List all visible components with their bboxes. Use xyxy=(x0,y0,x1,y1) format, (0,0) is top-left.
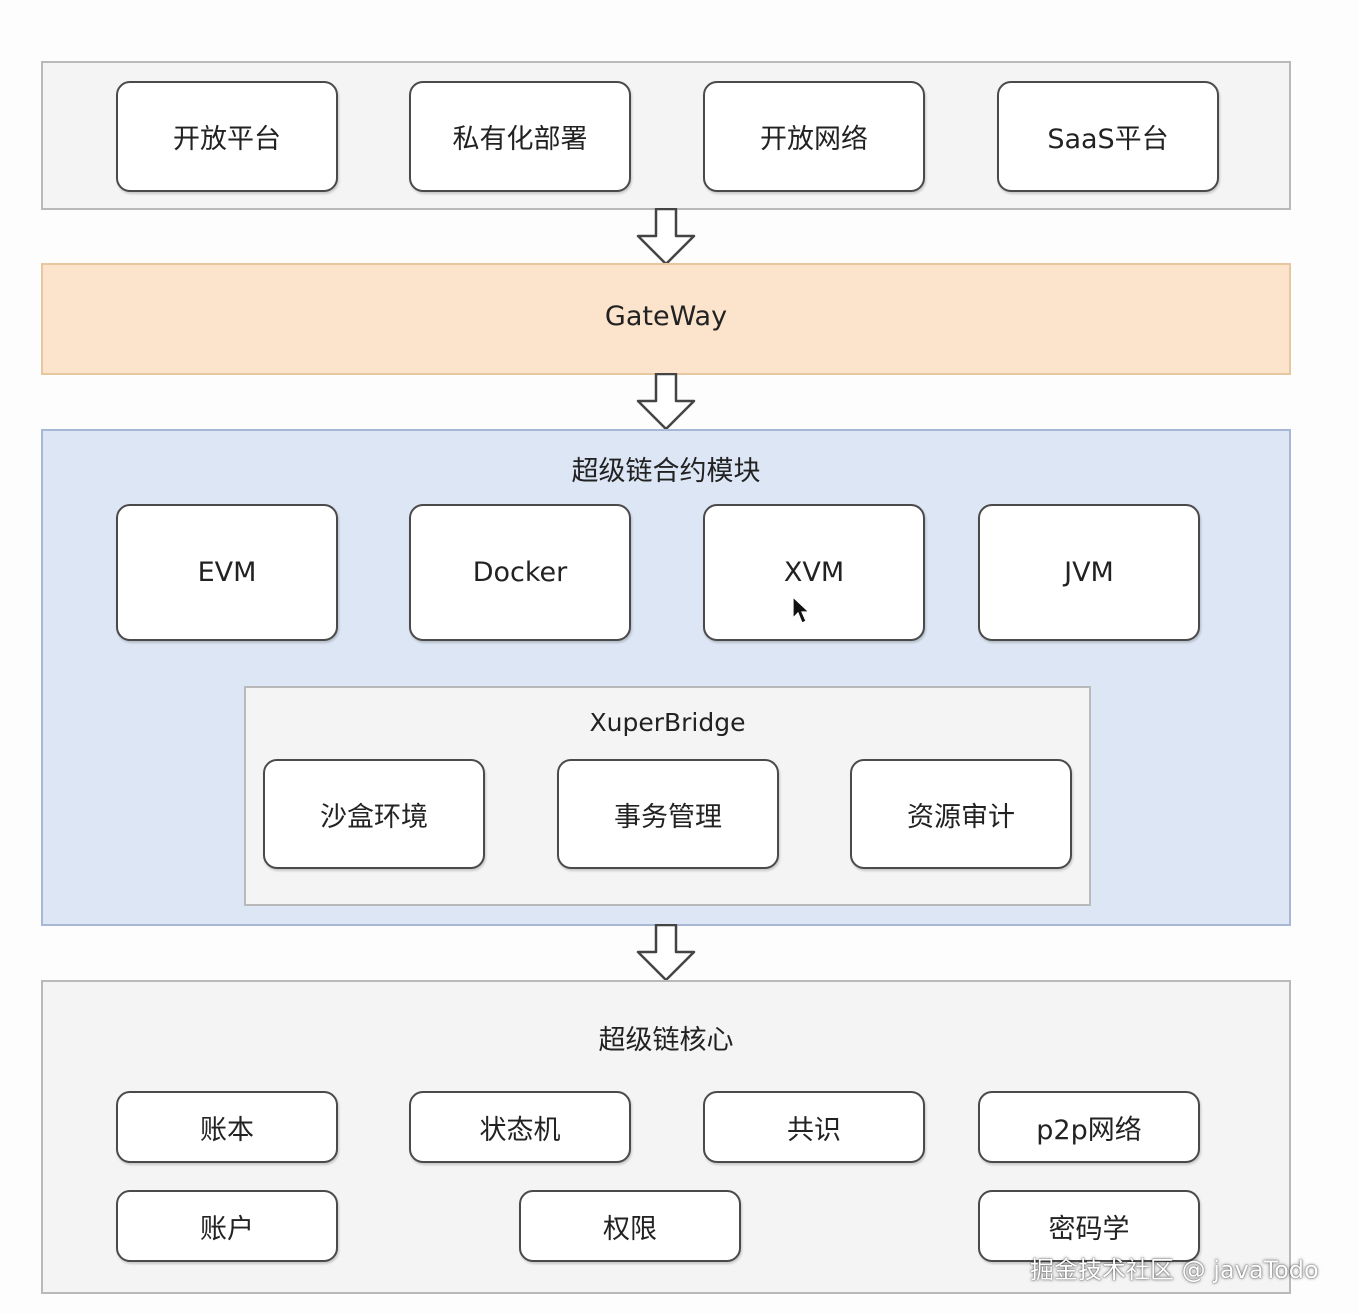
gateway-layer: GateWay xyxy=(41,263,1291,375)
box-docker: Docker xyxy=(409,504,631,641)
box-xvm: XVM xyxy=(703,504,925,641)
box-account: 账户 xyxy=(116,1190,338,1262)
contract-module-layer: 超级链合约模块 EVM Docker XVM JVM XuperBridge 沙… xyxy=(41,429,1291,926)
core-title: 超级链核心 xyxy=(598,1025,734,1056)
core-layer: 超级链核心 账本 状态机 共识 p2p网络 账户 权限 密码学 xyxy=(41,980,1291,1294)
xuperbridge-title: XuperBridge xyxy=(589,708,746,737)
box-jvm: JVM xyxy=(978,504,1200,641)
box-private-deployment: 私有化部署 xyxy=(409,81,631,192)
box-sandbox: 沙盒环境 xyxy=(263,759,485,869)
box-consensus: 共识 xyxy=(703,1091,925,1163)
box-open-platform: 开放平台 xyxy=(116,81,338,192)
contract-module-title: 超级链合约模块 xyxy=(571,456,761,487)
box-permission: 权限 xyxy=(519,1190,741,1262)
watermark: 掘金技术社区 @ javaTodo xyxy=(1030,1256,1319,1284)
box-state-machine: 状态机 xyxy=(409,1091,631,1163)
box-saas-platform: SaaS平台 xyxy=(997,81,1219,192)
box-ledger: 账本 xyxy=(116,1091,338,1163)
box-p2p-network: p2p网络 xyxy=(978,1091,1200,1163)
mouse-cursor-icon xyxy=(792,596,811,624)
box-open-network: 开放网络 xyxy=(703,81,925,192)
box-resource-audit: 资源审计 xyxy=(850,759,1072,869)
gateway-label: GateWay xyxy=(604,301,728,332)
down-arrow-icon xyxy=(636,373,696,431)
top-layer: 开放平台 私有化部署 开放网络 SaaS平台 xyxy=(41,61,1291,210)
down-arrow-icon xyxy=(636,924,696,982)
box-transaction-management: 事务管理 xyxy=(557,759,779,869)
down-arrow-icon xyxy=(636,208,696,266)
box-evm: EVM xyxy=(116,504,338,641)
box-cryptography: 密码学 xyxy=(978,1190,1200,1262)
xuperbridge-panel: XuperBridge 沙盒环境 事务管理 资源审计 xyxy=(244,686,1091,906)
